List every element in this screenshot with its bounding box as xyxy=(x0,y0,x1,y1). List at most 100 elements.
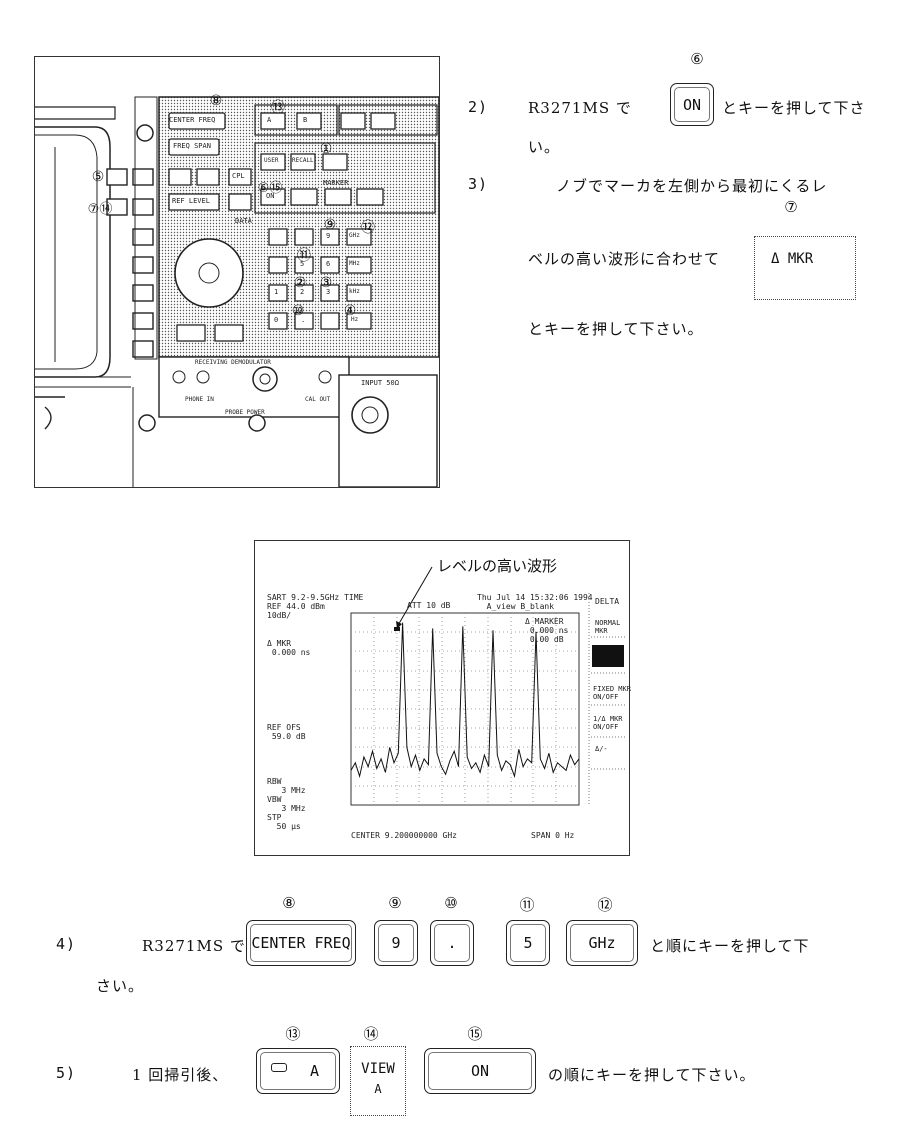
callout-13: ⑬ xyxy=(271,100,285,116)
callout-11: ⑪ xyxy=(297,248,311,264)
cal-out-label: CAL OUT xyxy=(305,396,331,403)
step3-line2: ベルの高い波形に合わせて xyxy=(528,250,721,268)
marker-box-readout: Δ MARKER 0.000 ns 0.00 dB xyxy=(525,617,569,644)
marker-section-label: MARKER xyxy=(323,179,349,187)
key-dot-label[interactable]: . xyxy=(301,316,306,324)
waveform-trace xyxy=(350,622,580,779)
view-a-key-line1: VIEW xyxy=(361,1061,395,1077)
peak-annotation: レベルの高い波形 xyxy=(437,557,558,575)
view-a-key[interactable]: VIEW A xyxy=(350,1046,406,1116)
bandwidth-readout: RBW 3 MHz VBW 3 MHz STP 50 μs xyxy=(267,777,306,831)
front-panel-svg xyxy=(35,96,439,487)
freq-span-key-label[interactable]: FREQ SPAN xyxy=(173,142,211,150)
data-section-label: DATA xyxy=(235,217,252,225)
step4-continuation: さい。 xyxy=(96,977,145,995)
key-0-label[interactable]: 0 xyxy=(274,316,279,324)
callout-13-step5: ⑬ xyxy=(285,1025,301,1043)
demodulator-label: RECEIVING DEMODULATOR xyxy=(195,359,271,366)
trace-a-key-label[interactable]: A xyxy=(267,116,272,124)
softkey-fixed-mkr[interactable]: FIXED MKR ON/OFF xyxy=(593,685,631,701)
center-freq-key[interactable]: CENTER FREQ xyxy=(246,920,356,966)
step3-line3: とキーを押して下さい。 xyxy=(528,320,704,338)
callout-10-step4: ⑩ xyxy=(444,894,458,912)
ref-offset-readout: REF OFS 59.0 dB xyxy=(267,723,306,741)
callout-4: ④ xyxy=(343,303,357,319)
step4-prefix: R3271MS で xyxy=(142,937,246,955)
softkey-delta-slash[interactable]: Δ/- xyxy=(595,745,608,753)
center-freq-key-label[interactable]: CENTER FREQ xyxy=(169,116,216,124)
step3-number: 3) xyxy=(468,175,489,193)
callout-12: ⑫ xyxy=(361,220,375,236)
ghz-key-label[interactable]: GHz xyxy=(349,232,360,239)
callout-3: ③ xyxy=(319,275,333,291)
softkey-1-over-delta-mkr[interactable]: 1/Δ MKR ON/OFF xyxy=(593,715,623,731)
hz-key-label[interactable]: Hz xyxy=(351,316,359,323)
callout-1: ① xyxy=(319,141,333,157)
trace-a-key-text: A xyxy=(309,1062,319,1080)
step2-continuation: い。 xyxy=(528,138,561,156)
step4-suffix: と順にキーを押して下 xyxy=(650,937,810,955)
key-3-label[interactable]: 3 xyxy=(326,288,331,296)
on-key[interactable]: ON xyxy=(670,83,714,126)
callout-15-step5: ⑮ xyxy=(467,1025,483,1043)
front-panel-figure: CENTER FREQ FREQ SPAN REF LEVEL CPL DATA… xyxy=(34,56,440,488)
user-key-label[interactable]: USER xyxy=(264,157,279,164)
softkey-delta[interactable]: DELTA xyxy=(595,597,620,606)
step3-line1: ノブでマーカを左側から最初にくるレ xyxy=(556,177,828,195)
cpl-key-label[interactable]: CPL xyxy=(232,172,245,180)
trace-a-key[interactable]: A xyxy=(256,1048,340,1094)
marker-on-key-label[interactable]: ON xyxy=(266,192,275,200)
callout-6-15: ⑥⑮ xyxy=(257,181,283,196)
key-5-label[interactable]: 5 xyxy=(300,260,305,268)
recall-key-label[interactable]: RECALL xyxy=(292,157,314,164)
key-2-label[interactable]: 2 xyxy=(300,288,305,296)
key-9-label[interactable]: 9 xyxy=(326,232,331,240)
key-9[interactable]: 9 xyxy=(374,920,418,966)
center-freq-readout: CENTER 9.200000000 GHz xyxy=(351,831,457,840)
callout-2: ② xyxy=(293,275,307,291)
screen-header-left: SART 9.2-9.5GHz TIME REF 44.0 dBm 10dB/ xyxy=(267,593,364,620)
callout-10: ⑩ xyxy=(291,303,305,319)
step2-prefix: R3271MS で xyxy=(528,99,632,117)
step5-suffix: の順にキーを押して下さい。 xyxy=(548,1066,756,1084)
key-decimal-point[interactable]: . xyxy=(430,920,474,966)
callout-9: ⑨ xyxy=(323,217,337,233)
mhz-key-label[interactable]: MHz xyxy=(349,260,360,267)
callout-8: ⑧ xyxy=(209,93,223,109)
callout-5: ⑤ xyxy=(91,169,105,185)
step2-suffix: とキーを押して下さ xyxy=(722,99,866,117)
analyzer-screen-figure: レベルの高い波形 SART 9.2-9.5GHz TIME REF 44.0 d… xyxy=(254,540,631,856)
ghz-key[interactable]: GHz xyxy=(566,920,638,966)
callout-14-step5: ⑭ xyxy=(363,1025,379,1043)
trace-b-key-label[interactable]: B xyxy=(303,116,308,124)
callout-12-step4: ⑫ xyxy=(597,896,613,914)
ref-level-key-label[interactable]: REF LEVEL xyxy=(172,197,210,205)
screen-header-att: ATT 10 dB xyxy=(407,601,451,610)
step4-number: 4) xyxy=(56,935,77,953)
span-readout: SPAN 0 Hz xyxy=(531,831,575,840)
callout-8-step4: ⑧ xyxy=(282,894,296,912)
screen-header-right: Thu Jul 14 15:32:06 1994 A_view B_blank xyxy=(477,593,593,611)
on-key-step5[interactable]: ON xyxy=(424,1048,536,1094)
khz-key-label[interactable]: kHz xyxy=(349,288,360,295)
screen-graphics xyxy=(350,566,627,806)
key-1-label[interactable]: 1 xyxy=(274,288,279,296)
step2-number: 2) xyxy=(468,98,489,116)
trace-a-led-icon xyxy=(271,1063,287,1072)
key-5[interactable]: 5 xyxy=(506,920,550,966)
delta-mkr-key[interactable]: Δ MKR xyxy=(754,236,856,300)
step5-prefix: 1 回掃引後、 xyxy=(132,1066,229,1084)
callout-7-top: ⑦ xyxy=(784,198,798,216)
probe-power-label: PROBE POWER xyxy=(225,409,265,416)
input-label: INPUT 50Ω xyxy=(361,379,399,387)
callout-9-step4: ⑨ xyxy=(388,894,402,912)
key-6-label[interactable]: 6 xyxy=(326,260,331,268)
phone-in-label: PHONE IN xyxy=(185,396,214,403)
delta-marker-readout: Δ MKR 0.000 ns xyxy=(267,639,311,657)
callout-11-step4: ⑪ xyxy=(519,896,535,914)
callout-7-14: ⑦⑭ xyxy=(87,202,113,217)
callout-6-top: ⑥ xyxy=(690,50,704,68)
step5-number: 5) xyxy=(56,1064,77,1082)
softkey-normal-mkr[interactable]: NORMAL MKR xyxy=(595,619,621,635)
view-a-key-line2: A xyxy=(374,1082,382,1096)
